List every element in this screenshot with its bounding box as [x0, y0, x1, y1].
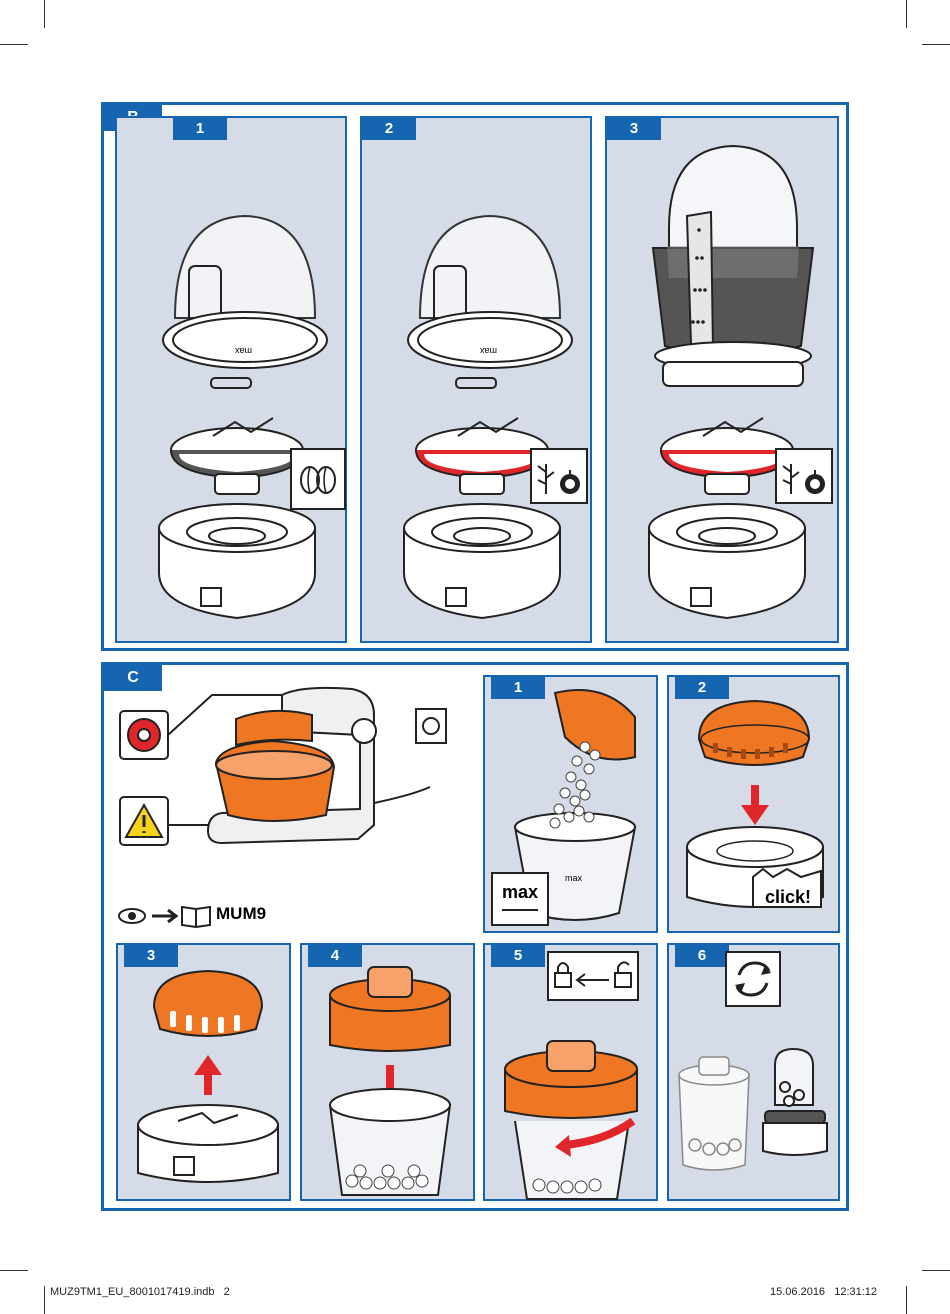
panel-c4: 4	[300, 943, 475, 1201]
panel-b1: 1 max	[115, 116, 347, 643]
max-symbol: max	[491, 872, 549, 926]
crop-mark	[44, 0, 45, 28]
max-mark: max	[235, 346, 253, 356]
lock-arrow-unlock-icon	[554, 961, 632, 988]
step-b1-label: 1	[173, 118, 227, 140]
panel-c1: 1 max max	[483, 675, 658, 933]
crop-mark	[0, 1270, 28, 1271]
crop-mark	[922, 1270, 950, 1271]
panel-c5: 5	[483, 943, 658, 1201]
panel-c3: 3	[116, 943, 291, 1201]
bowl-assembly-illustration	[158, 214, 328, 620]
footer-date: 15.06.2016 12:31:12	[770, 1286, 878, 1298]
max-mark: max	[480, 346, 498, 356]
manual-reference	[118, 905, 211, 929]
step-b2-label: 2	[362, 118, 416, 140]
rotate-symbol	[725, 951, 781, 1007]
mixer-overview-illustration	[119, 686, 447, 846]
panel-b2: 2 max	[360, 116, 592, 643]
coffee-beans-icon	[300, 466, 336, 494]
bowl-assembly-illustration	[403, 214, 573, 620]
step-c6-label: 6	[675, 945, 729, 967]
panel-c2: 2 click!	[667, 675, 840, 933]
step-c1-label: 1	[491, 677, 545, 699]
book-icon	[181, 905, 211, 929]
herbs-onion-symbol	[775, 448, 833, 504]
step-c3-label: 3	[124, 945, 178, 967]
crop-mark	[906, 0, 907, 28]
lock-symbol	[547, 951, 639, 1001]
herbs-onion-symbol	[530, 448, 588, 504]
click-text: click!	[765, 887, 812, 907]
step-b3-label: 3	[607, 118, 661, 140]
step-c2-label: 2	[675, 677, 729, 699]
footer-file: MUZ9TM1_EU_8001017419.indb 2	[50, 1286, 230, 1298]
herbs-onion-icon	[537, 464, 580, 494]
arrow-right-icon	[152, 908, 179, 924]
jar-assembly-illustration	[648, 144, 815, 620]
step-c5-label: 5	[491, 945, 545, 967]
panel-b3: 3	[605, 116, 839, 643]
section-c-label: C	[104, 665, 162, 691]
storage-illustration	[678, 1047, 828, 1171]
lock-lid-illustration	[504, 1040, 638, 1200]
step-c4-label: 4	[308, 945, 362, 967]
crop-mark	[0, 44, 28, 45]
jar-max-mark: max	[565, 873, 583, 883]
rotate-icon	[735, 961, 771, 997]
manual-ref-text: MUM9	[216, 904, 267, 923]
crop-mark	[906, 1286, 907, 1314]
crop-mark	[922, 44, 950, 45]
herbs-onion-icon	[782, 464, 825, 494]
eye-icon	[118, 908, 146, 924]
section-b: B 1 max	[101, 102, 849, 651]
attach-lid-illustration	[328, 966, 452, 1196]
remove-sieve-illustration	[137, 969, 279, 1183]
coffee-beans-symbol	[290, 448, 346, 510]
max-symbol-line	[502, 909, 538, 911]
crop-mark	[44, 1286, 45, 1314]
insert-sieve-illustration	[686, 699, 824, 908]
max-symbol-text: max	[501, 882, 539, 902]
panel-c6: 6	[667, 943, 840, 1201]
section-c: C MUM9 1	[101, 662, 849, 1211]
